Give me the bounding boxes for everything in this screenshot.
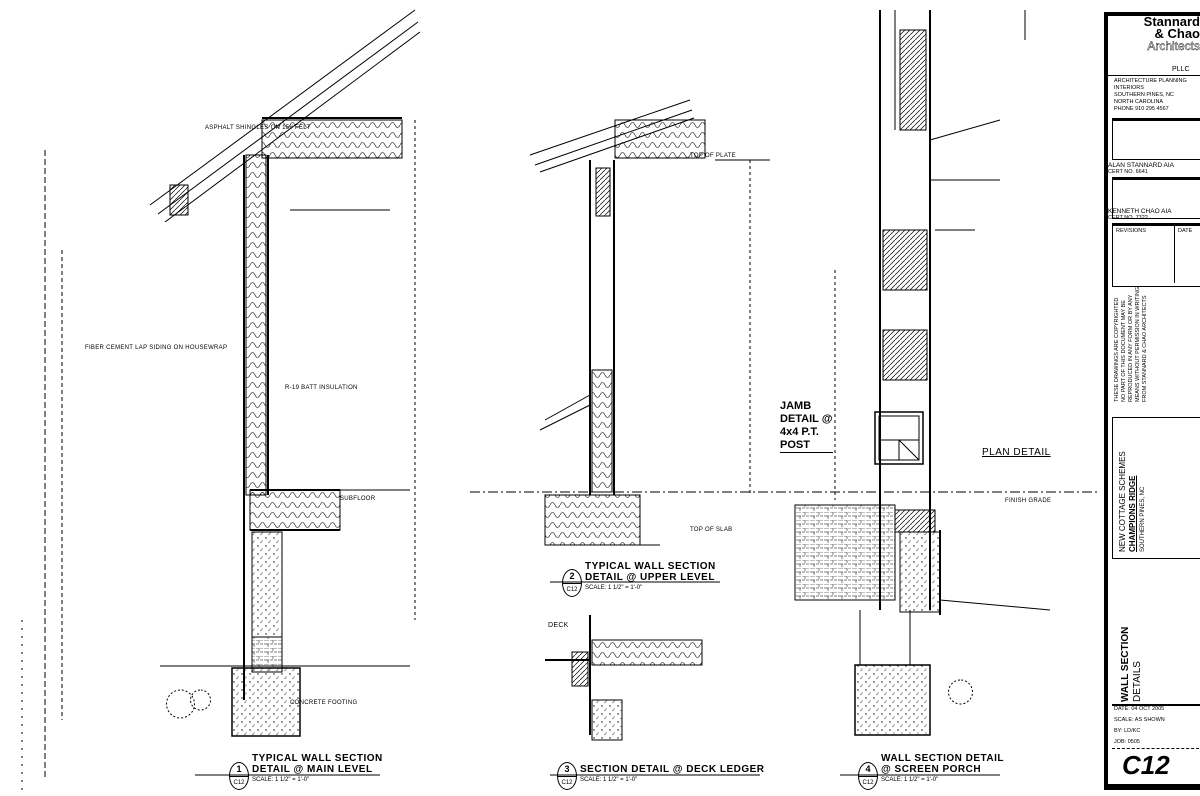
detail-4-title-line1: WALL SECTION DETAIL — [881, 753, 1005, 764]
sheet-drawn-by: BY: LD/KC — [1114, 728, 1141, 734]
seal2-label: KENNETH CHAO AIA — [1108, 208, 1172, 215]
detail-3-title: SECTION DETAIL @ DECK LEDGER — [580, 764, 765, 775]
firm-suffix: PLLC — [1172, 66, 1190, 73]
jamb-line: 4x4 P.T. — [780, 426, 819, 438]
note-top-of-plate: TOP OF PLATE — [690, 153, 736, 159]
note-insulation: R-19 BATT INSULATION — [285, 385, 358, 391]
note-top-of-slab: TOP OF SLAB — [690, 527, 733, 533]
detail-2-title-line2: DETAIL @ UPPER LEVEL — [585, 572, 715, 583]
seal1-cert: CERT NO. 6641 — [1108, 169, 1148, 175]
note-grade: FINISH GRADE — [1005, 498, 1052, 504]
detail-1-title-line2: DETAIL @ MAIN LEVEL — [252, 764, 373, 775]
jamb-line: JAMB — [780, 400, 812, 412]
sheet-scale: SCALE: AS SHOWN — [1114, 717, 1165, 723]
detail-4-scale: SCALE: 1 1/2" = 1'-0" — [881, 777, 939, 783]
detail-2-scale: SCALE: 1 1/2" = 1'-0" — [585, 585, 643, 591]
sheet-title: WALL SECTION DETAILS — [1120, 626, 1143, 702]
title-block: Stannard & Chao Architects PLLC ARCHITEC… — [1104, 12, 1200, 790]
note-roofing: ASPHALT SHINGLES ON 15# FELT — [205, 125, 311, 131]
note-siding: FIBER CEMENT LAP SIDING ON HOUSEWRAP — [85, 345, 228, 351]
seal1-label: ALAN STANNARD AIA — [1108, 162, 1174, 169]
firm-logo: Stannard & Chao Architects — [1143, 14, 1200, 53]
date-header: DATE — [1178, 228, 1193, 234]
detail-3-scale: SCALE: 1 1/2" = 1'-0" — [580, 777, 638, 783]
sheet-date: DATE: 04 OCT 2005 — [1114, 706, 1165, 712]
seal2-cert: CERT NO. 7322 — [1108, 215, 1148, 221]
jamb-line: DETAIL @ — [780, 413, 833, 425]
sheet-number: C12 — [1122, 750, 1170, 780]
detail-1-scale: SCALE: 1 1/2" = 1'-0" — [252, 777, 310, 783]
detail-4-title-line2: @ SCREEN PORCH — [881, 764, 982, 775]
detail-2-title-line1: TYPICAL WALL SECTION — [585, 561, 716, 572]
sheet-job: JOB: 0505 — [1114, 739, 1140, 745]
jamb-line: POST — [780, 439, 833, 453]
revisions-header: REVISIONS — [1116, 228, 1146, 234]
label-deck: DECK — [548, 622, 569, 629]
note-footing: CONCRETE FOOTING — [290, 700, 358, 706]
jamb-detail-label: JAMB DETAIL @ 4x4 P.T. POST — [780, 400, 833, 453]
project-name: NEW COTTAGE SCHEMES CHAMPIONS RIDGE SOUT… — [1118, 451, 1146, 552]
note-subfloor: SUBFLOOR — [340, 496, 376, 502]
detail-1-title-line1: TYPICAL WALL SECTION — [252, 753, 383, 764]
plan-detail-label: PLAN DETAIL — [982, 447, 1051, 458]
